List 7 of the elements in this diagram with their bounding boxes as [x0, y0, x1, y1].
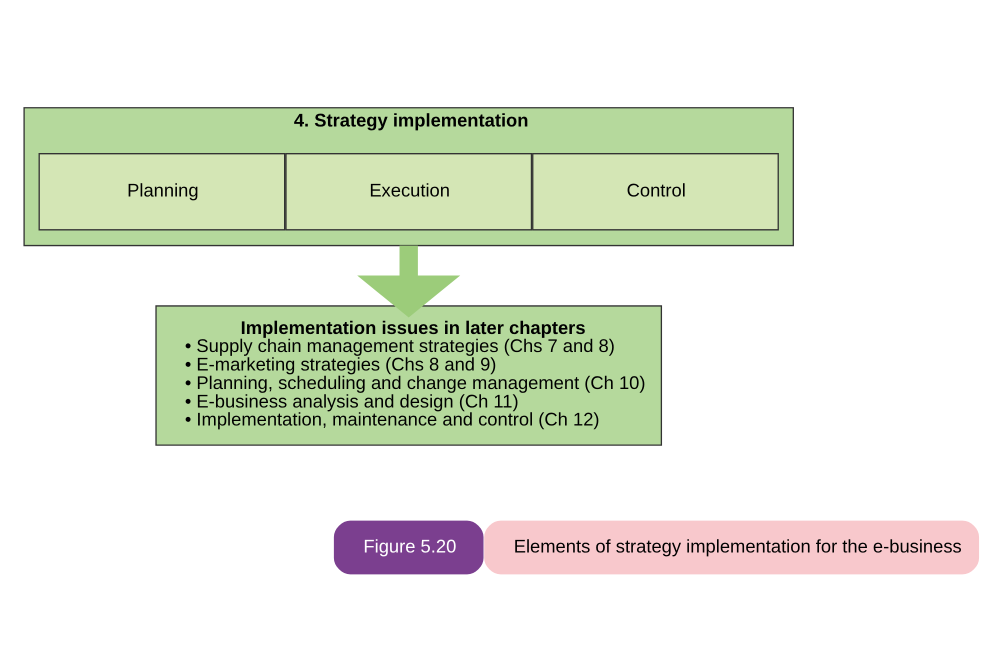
node-box: Elements of strategy implementation for the e-business	[484, 520, 980, 574]
arrow	[357, 245, 460, 318]
node-box: Control	[532, 152, 779, 230]
node-box: Planning	[38, 152, 286, 230]
node-box: Execution	[285, 152, 532, 230]
node-box: Figure 5.20	[334, 520, 484, 574]
node-box: Implementation issues in later chapters • Supply chain management strategies (Chs 7 and 8) • E-marketing strategies (Chs 8 and 9) • Planning, scheduling and change management (Ch 10) • E-business analysis and design (Ch 11) • Implementation, maintenance and control (Ch 12)	[155, 304, 662, 446]
